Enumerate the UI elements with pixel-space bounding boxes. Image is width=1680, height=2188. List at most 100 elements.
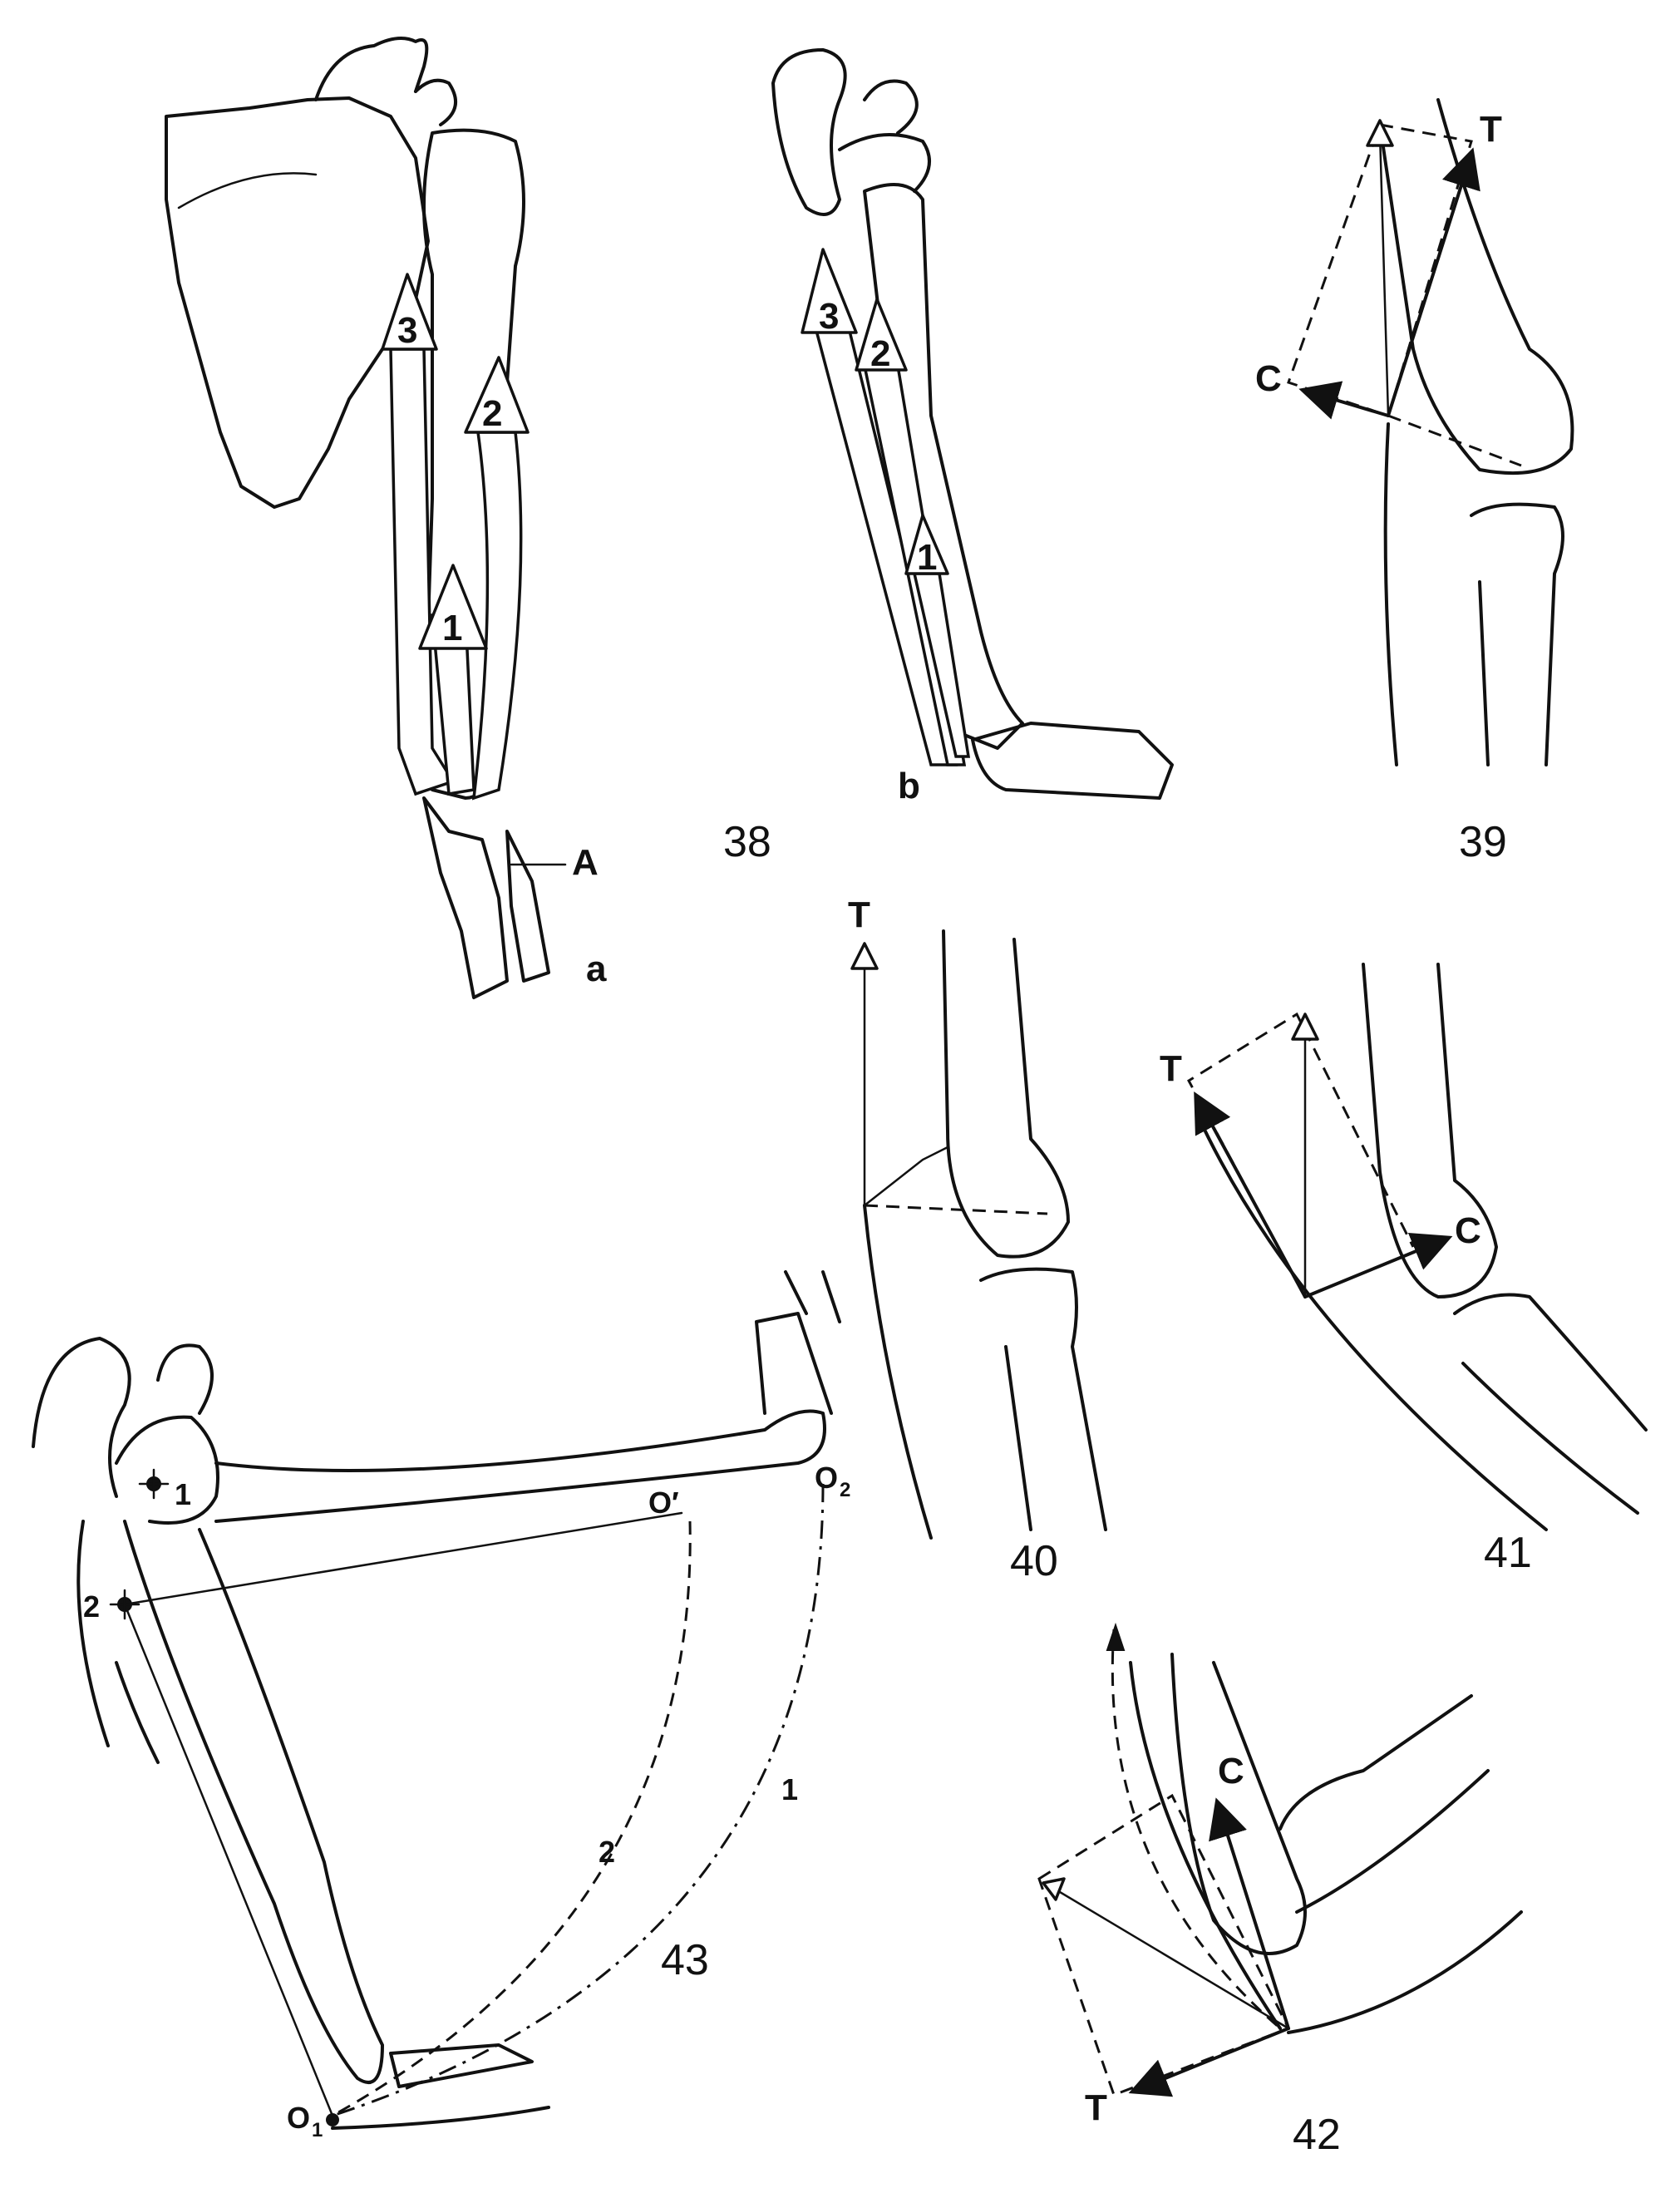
arrow-3-38b [801, 248, 858, 334]
center-point-1 [138, 1468, 170, 1500]
arm-outline-41 [1195, 1112, 1548, 1531]
arrow-2-38a [464, 356, 530, 434]
scapula-outline [165, 96, 430, 509]
figure-number-40: 40 [1010, 1537, 1058, 1585]
radius-line-to-O1 [123, 1603, 334, 2117]
label-39-T: T [1480, 109, 1502, 150]
radius-38a [505, 830, 550, 983]
label-38a-arrow-2: 2 [482, 393, 502, 434]
curved-path-42 [1111, 1629, 1281, 2030]
humerus-horizontal-43 [214, 1409, 826, 1523]
vector-T-41 [1194, 1091, 1307, 1299]
figure-38a-shoulder-arm: 3 2 1 A a [165, 37, 607, 999]
figure-39-elbow-force: T C [1255, 98, 1574, 766]
label-39-C: C [1255, 358, 1282, 399]
acromion-38b [771, 48, 847, 216]
arrow-1-38a [418, 564, 488, 650]
figure-42-elbow-flexed: T C [1037, 1622, 1523, 2128]
forearm-42-lower [1295, 1769, 1490, 1914]
parallelogram-42 [1037, 1793, 1291, 2097]
figure-43-arm-swing: 1 2 O′ O 2 O 1 1 2 [32, 1270, 850, 2141]
figure-number-43: 43 [661, 1936, 709, 1984]
label-43-O1-sub: 1 [312, 2119, 323, 2141]
label-38a-arrow-1: 1 [442, 608, 462, 648]
forearm-up-43 [755, 1312, 833, 1415]
arm-outline-42 [1287, 1910, 1523, 2034]
humerus-39 [1378, 98, 1574, 476]
figure-number-41: 41 [1484, 1529, 1532, 1577]
forearm-39a [1470, 502, 1564, 766]
forearm-42 [1278, 1694, 1473, 1831]
path-arrowhead-42 [1106, 1622, 1126, 1651]
arc-2 [332, 1520, 692, 2117]
arc-1 [332, 1483, 825, 2117]
label-38b-panel: b [898, 766, 920, 806]
humerus-42 [1170, 1653, 1307, 1955]
vector-C-42 [1209, 1797, 1290, 2030]
label-43-point-2: 2 [83, 1589, 100, 1624]
resultant-force-39 [1378, 131, 1390, 417]
resultant-arrowhead-41 [1291, 1013, 1319, 1041]
label-43-point-1: 1 [175, 1477, 191, 1511]
coracoid [414, 78, 457, 126]
label-43-O1: O [287, 2101, 310, 2135]
lever-line-40 [864, 1204, 1048, 1215]
figure-number-39: 39 [1459, 818, 1507, 866]
label-41-C: C [1455, 1210, 1481, 1251]
label-43-arc-2: 2 [599, 1835, 615, 1869]
forearm-38b [971, 722, 1174, 800]
acromion-43 [32, 1337, 131, 1498]
forearm-41 [1453, 1293, 1648, 1432]
coracoid-43 [156, 1343, 214, 1415]
resultant-arrowhead-42 [1042, 1877, 1066, 1901]
humerus-oblique-43 [123, 1520, 384, 2084]
center-point-2 [109, 1589, 140, 1620]
label-41-T: T [1160, 1048, 1182, 1089]
wrist-43 [784, 1270, 841, 1323]
forearm-38a [422, 796, 509, 999]
label-38b-arrow-1: 1 [917, 537, 937, 578]
humerus-40 [942, 929, 1070, 1259]
bottom-outline-43 [331, 2106, 550, 2130]
figure-number-42: 42 [1293, 2111, 1341, 2159]
arrowhead-T-40 [850, 942, 879, 970]
label-38a-A: A [572, 842, 599, 883]
scapula-edge-43 [76, 1520, 160, 1764]
label-43-O-prime: O′ [648, 1486, 679, 1520]
label-38b-arrow-3: 3 [819, 296, 839, 337]
coracoid-38b [863, 79, 919, 135]
label-43-O2: O [815, 1461, 838, 1495]
scapula-spine [177, 172, 318, 209]
humeral-head-43 [115, 1415, 219, 1525]
forearm-39b [1478, 580, 1490, 766]
label-38a-arrow-3: 3 [397, 310, 417, 351]
biceps-short-head-band [471, 431, 523, 801]
arrow-3-38a [381, 273, 438, 351]
humeral-head-38b [838, 133, 931, 193]
forearm-41-lower [1461, 1362, 1639, 1515]
arm-outline-40 [863, 1204, 933, 1540]
vector-C-39 [1298, 381, 1390, 420]
upperarm-outline-42 [1129, 1661, 1282, 2030]
vector-T-42 [1128, 2027, 1290, 2097]
humerus-41 [1362, 963, 1498, 1299]
tendon-line-40 [863, 1146, 949, 1207]
vector-C-41 [1303, 1233, 1453, 1299]
forearm-40-inner [1004, 1345, 1032, 1531]
figure-40-elbow-extended: T [848, 894, 1107, 1540]
figure-38b-arm-lateral: 3 2 1 b [771, 48, 1174, 806]
resultant-arrowhead-39 [1366, 119, 1394, 147]
label-42-T: T [1085, 2087, 1107, 2128]
label-40-T: T [848, 894, 870, 935]
label-42-C: C [1218, 1751, 1244, 1791]
resultant-42 [1050, 1885, 1290, 2030]
forearm-40 [979, 1267, 1107, 1531]
lever-line-39 [1387, 414, 1522, 467]
figure-41-elbow-flexing: T C [1160, 963, 1648, 1531]
arrow-1-38b [904, 514, 949, 575]
label-38b-arrow-2: 2 [870, 333, 890, 374]
arrow-2-38b [855, 298, 908, 372]
radius-line-to-O-prime [123, 1511, 683, 1606]
vector-T-39 [1387, 147, 1480, 417]
